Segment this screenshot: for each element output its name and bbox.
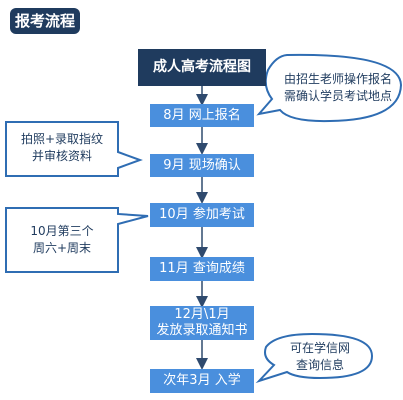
- step-2: 9月 现场确认: [150, 154, 254, 177]
- note-2-line-2: 并审核资料: [31, 149, 92, 163]
- note-bubble-4: [255, 332, 374, 384]
- step-6: 次年3月 入学: [150, 369, 254, 393]
- note-4-text: 可在学信网 查询信息: [272, 340, 368, 374]
- note-1-line-1: 由招生老师操作报名: [283, 72, 392, 86]
- step-5-line-1: 12月\1月: [174, 307, 230, 322]
- page-title-tag: 报考流程: [10, 8, 80, 34]
- note-3-text: 10月第三个 周六+周末: [8, 223, 116, 257]
- note-bubble-1: [256, 53, 403, 123]
- note-4-line-2: 查询信息: [295, 358, 344, 372]
- note-3-line-1: 10月第三个: [30, 224, 94, 238]
- step-5: 12月\1月 发放录取通知书: [150, 306, 254, 340]
- note-2-line-1: 拍照+录取指纹: [20, 132, 104, 146]
- step-3: 10月 参加考试: [150, 203, 254, 227]
- note-3-line-2: 周六+周末: [32, 241, 92, 255]
- step-4: 11月 查询成绩: [150, 257, 254, 281]
- flowchart-header: 成人高考流程图: [138, 49, 266, 86]
- step-1: 8月 网上报名: [150, 104, 254, 127]
- note-2-text: 拍照+录取指纹 并审核资料: [8, 131, 116, 165]
- note-box-2: [5, 121, 143, 177]
- note-1-text: 由招生老师操作报名 需确认学员考试地点: [276, 71, 400, 105]
- note-4-line-1: 可在学信网: [289, 341, 350, 355]
- note-1-line-2: 需确认学员考试地点: [283, 89, 392, 103]
- note-box-3: [5, 207, 149, 273]
- step-5-line-2: 发放录取通知书: [156, 323, 248, 338]
